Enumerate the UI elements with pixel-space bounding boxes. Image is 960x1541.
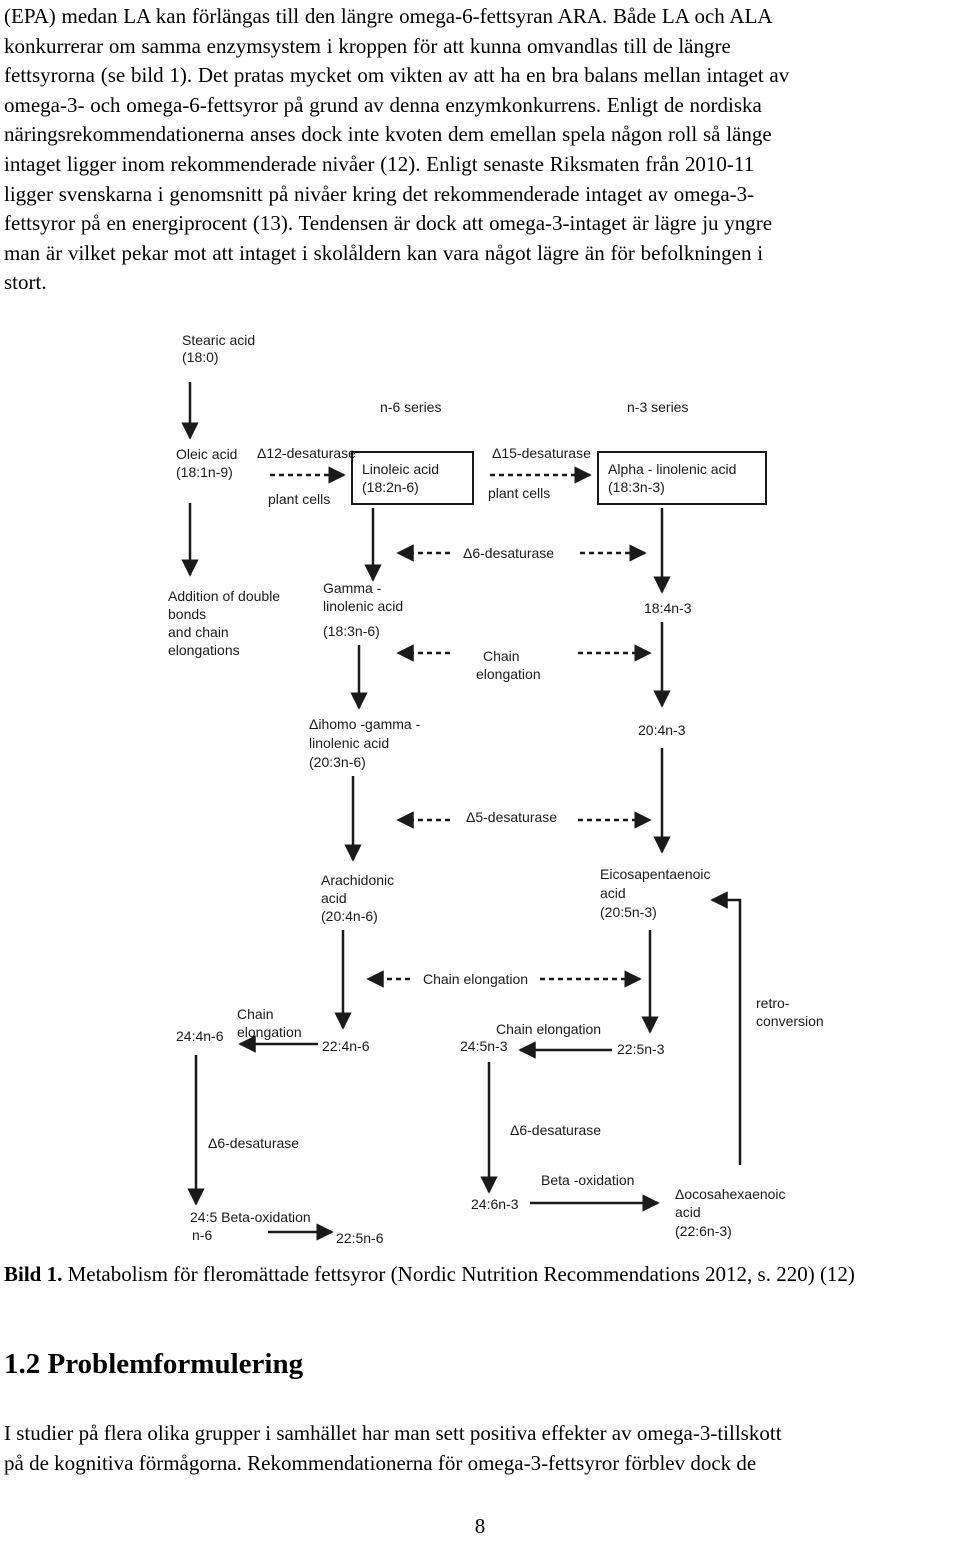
n3-18-4-label: 18:4n-3	[644, 600, 692, 616]
epa-formula: (20:5n-3)	[600, 904, 657, 920]
chain-elongation-label: elongation	[237, 1024, 302, 1040]
arachidonic-formula: (20:4n-6)	[321, 908, 378, 924]
section-heading: 1.2 Problemformulering	[4, 1348, 304, 1380]
dha-formula: (22:6n-3)	[675, 1223, 732, 1239]
chain-elongation-label: Chain	[237, 1006, 274, 1022]
paragraph-line: fettsyrorna (se bild 1). Det pratas myck…	[4, 63, 790, 88]
addition-label: Addition of double	[168, 588, 280, 604]
d15-label: Δ15-desaturase	[492, 445, 591, 461]
paragraph-line: ligger svenskarna i genomsnitt på nivåer…	[4, 181, 755, 206]
n6-suffix-label: n-6	[192, 1227, 212, 1243]
stearic-formula: (18:0)	[182, 349, 219, 365]
d6-desaturase-label: Δ6-desaturase	[463, 545, 554, 561]
linoleic-box	[351, 451, 474, 505]
plant-cells-label: plant cells	[268, 491, 330, 507]
gamma-formula: (18:3n-6)	[323, 623, 380, 639]
addition-label: elongations	[168, 642, 240, 658]
beta-oxidation-label: 24:5 Beta-oxidation	[190, 1209, 311, 1225]
dha-label: Δocosahexaenoic	[675, 1186, 786, 1202]
retro-conversion-label: conversion	[756, 1013, 824, 1029]
n3-series-label: n-3 series	[627, 399, 688, 415]
gamma-label: linolenic acid	[323, 598, 403, 614]
oleic-formula: (18:1n-9)	[176, 464, 233, 480]
fatty-acid-metabolism-diagram: Stearic acid (18:0) n-6 series n-3 serie…	[168, 332, 824, 1246]
paragraph-line: I studier på flera olika grupper i samhä…	[4, 1421, 782, 1445]
linoleic-formula: (18:2n-6)	[362, 479, 419, 495]
n6-22-4-label: 22:4n-6	[322, 1038, 370, 1054]
stearic-label: Stearic acid	[182, 332, 255, 348]
paragraph-line: fettsyror på en energiprocent (13). Tend…	[4, 211, 773, 236]
n3-20-4-label: 20:4n-3	[638, 722, 686, 738]
retro-conversion-label: retro-	[756, 995, 790, 1011]
n6-series-label: n-6 series	[380, 399, 441, 415]
dihomo-label: Δihomo -gamma -	[309, 716, 421, 732]
epa-label: Eicosapentaenoic	[600, 866, 711, 882]
d5-desaturase-label: Δ5-desaturase	[466, 809, 557, 825]
body-paragraph: I studier på flera olika grupper i samhä…	[4, 1418, 960, 1478]
paragraph-line: man är vilket pekar mot att intaget i sk…	[4, 240, 764, 265]
body-paragraph: (EPA) medan LA kan förlängas till den lä…	[4, 2, 960, 298]
alpha-linolenic-formula: (18:3n-3)	[608, 479, 665, 495]
chain-elongation-label: Chain elongation	[423, 971, 528, 987]
paragraph-line: intaget ligger inom rekommenderade nivåe…	[4, 151, 755, 176]
paragraph-line: näringsrekommendationerna anses dock int…	[4, 122, 772, 147]
page-number: 8	[474, 1514, 486, 1538]
paragraph-line: stort.	[4, 270, 47, 295]
alpha-linolenic-label: Alpha - linolenic acid	[608, 461, 736, 477]
n6-24-4-label: 24:4n-6	[176, 1028, 224, 1044]
epa-label: acid	[600, 885, 626, 901]
d6-desaturase-label: Δ6-desaturase	[208, 1135, 299, 1151]
n6-22-5-label: 22:5n-6	[336, 1230, 384, 1246]
d12-label: Δ12-desaturase	[257, 445, 356, 461]
arachidonic-label: Arachidonic	[321, 872, 394, 888]
d6-desaturase-label: Δ6-desaturase	[510, 1122, 601, 1138]
addition-label: bonds	[168, 606, 206, 622]
retro-conversion-line	[710, 891, 742, 1165]
chain-elongation-label: elongation	[476, 666, 541, 682]
beta-oxidation-label: Beta -oxidation	[541, 1172, 634, 1188]
figure-caption: Bild 1. Metabolism för fleromättade fett…	[4, 1262, 960, 1287]
paragraph-line: konkurrerar om samma enzymsystem i kropp…	[4, 33, 731, 58]
n3-24-6-label: 24:6n-3	[471, 1196, 519, 1212]
n3-22-5-label: 22:5n-3	[617, 1041, 665, 1057]
chain-elongation-label: Chain elongation	[496, 1021, 601, 1037]
paragraph-line: omega-3- och omega-6-fettsyror på grund …	[4, 92, 762, 117]
n3-24-5-label: 24:5n-3	[460, 1038, 508, 1054]
oleic-label: Oleic acid	[176, 446, 237, 462]
chain-elongation-label: Chain	[483, 648, 520, 664]
arachidonic-label: acid	[321, 890, 347, 906]
dha-label: acid	[675, 1204, 701, 1220]
dihomo-label: linolenic acid	[309, 735, 389, 751]
dihomo-formula: (20:3n-6)	[309, 754, 366, 770]
caption-label: Bild 1.	[4, 1262, 63, 1286]
addition-label: and chain	[168, 624, 229, 640]
gamma-label: Gamma -	[323, 580, 382, 596]
plant-cells-label: plant cells	[488, 485, 550, 501]
alpha-linolenic-box	[597, 451, 767, 505]
paragraph-line: (EPA) medan LA kan förlängas till den lä…	[4, 4, 773, 28]
linoleic-label: Linoleic acid	[362, 461, 439, 477]
paragraph-line: på de kognitiva förmågorna. Rekommendati…	[4, 1451, 757, 1475]
caption-text: Metabolism för fleromättade fettsyror (N…	[62, 1262, 855, 1286]
